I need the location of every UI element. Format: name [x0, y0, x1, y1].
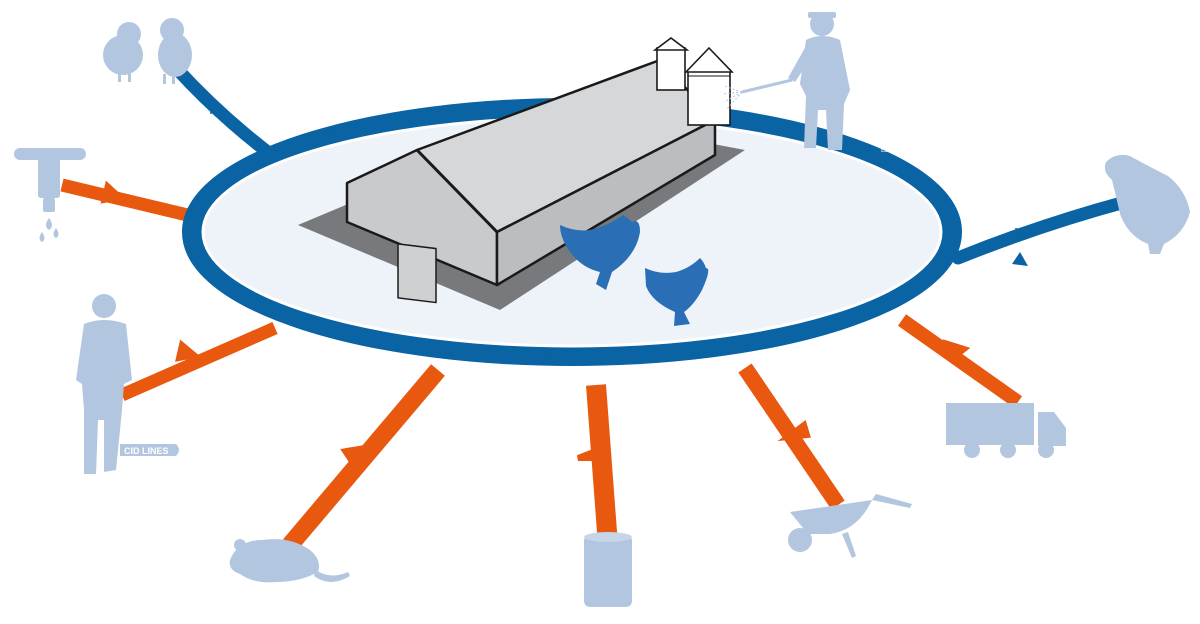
outflow-line-chicks [171, 63, 285, 167]
inflow-arrowheads [100, 180, 971, 474]
chicks-icon [103, 18, 192, 84]
loop-arrowheads [210, 100, 1033, 364]
arrow-marker [533, 350, 553, 364]
arrow-marker [777, 420, 811, 442]
svg-text:LINES: LINES [880, 139, 920, 155]
outflow-line-hen [951, 195, 1132, 265]
hen-icon [645, 258, 709, 326]
arrow-marker [175, 339, 201, 362]
arrow-marker [210, 100, 224, 114]
inflow-line-worker [119, 322, 278, 401]
arrow-marker [316, 132, 334, 144]
worker-icon [76, 294, 132, 474]
arrow-marker [942, 339, 971, 362]
barn-side [495, 118, 717, 287]
feed-container-icon [584, 532, 632, 607]
hen-icon [560, 215, 640, 290]
arrow-marker [340, 445, 365, 474]
barn-door [397, 243, 437, 304]
arrow-marker [1015, 228, 1033, 241]
cid-lines-badge: CID LINES [120, 444, 179, 456]
arrow-marker [100, 180, 126, 204]
hen-icon [1104, 154, 1190, 254]
barn-icon [298, 58, 745, 310]
spray-mist [721, 85, 743, 111]
wheelbarrow-icon [788, 494, 912, 558]
inflow-line-feed [586, 384, 618, 546]
inflow-line-rat [283, 364, 445, 551]
water-tap-icon [14, 148, 86, 242]
brand-label: CID LINES [124, 446, 169, 456]
arrow-marker [763, 127, 779, 135]
faint-labels: LINES [880, 139, 920, 155]
silo-icon [652, 37, 734, 126]
arrow-marker [576, 447, 612, 461]
arrow-marker [1012, 252, 1028, 266]
farmer-spraying-icon [741, 12, 850, 150]
inflow-line-water [60, 178, 202, 225]
inflow-line-truck [897, 314, 1023, 408]
truck-icon [946, 403, 1066, 458]
yard-hens [560, 215, 709, 326]
rat-icon [229, 539, 350, 583]
